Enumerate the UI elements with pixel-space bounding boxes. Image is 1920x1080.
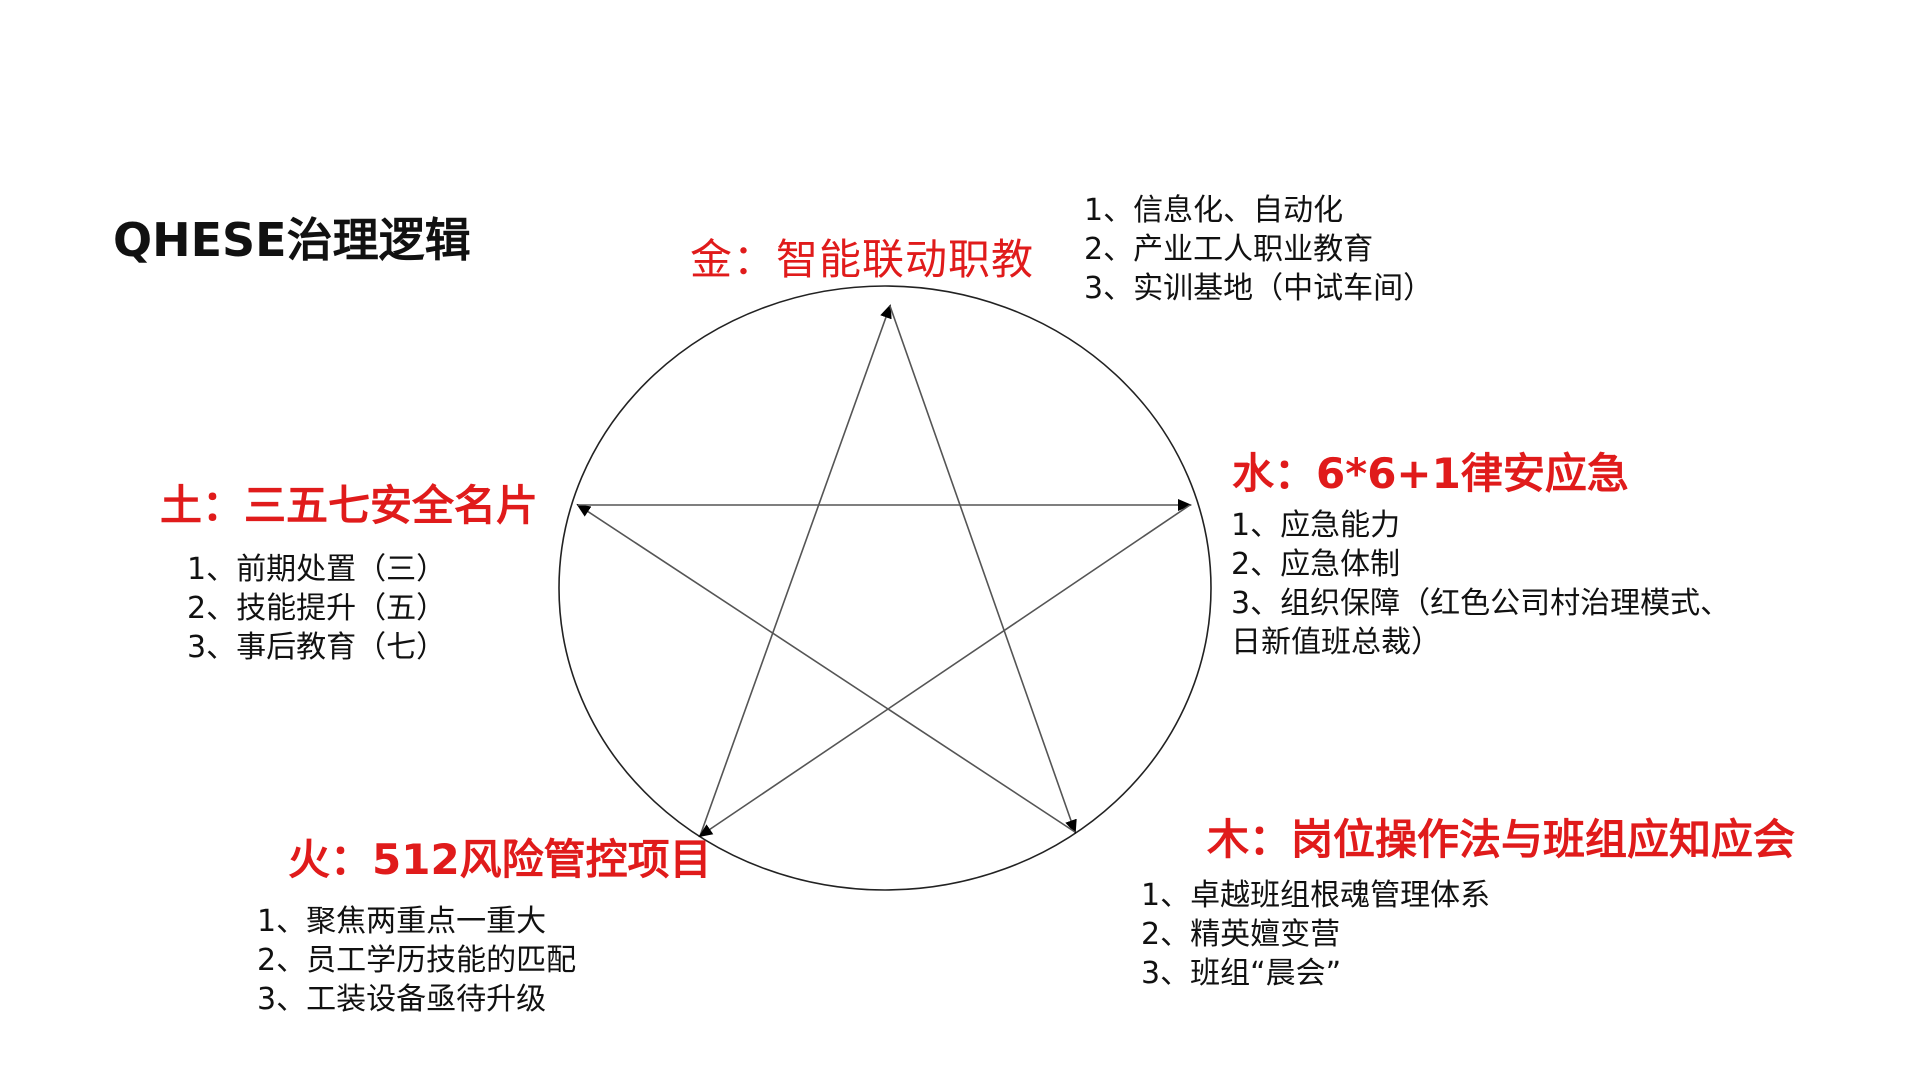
wood-items: 1、卓越班组根魂管理体系 2、精英嬗变营 3、班组“晨会” xyxy=(1141,876,1490,993)
earth-item-2: 2、技能提升（五） xyxy=(187,591,447,626)
arrow-wood-to-earth xyxy=(576,503,1076,833)
fire-items: 1、聚焦两重点一重大 2、员工学历技能的匹配 3、工装设备亟待升级 xyxy=(257,902,576,1019)
water-item-4: 日新值班总裁） xyxy=(1231,625,1441,660)
arrow-water-to-fire xyxy=(698,504,1191,838)
wood-item-2: 2、精英嬗变营 xyxy=(1141,917,1341,952)
water-item-3: 3、组织保障（红色公司村治理模式、 xyxy=(1231,586,1731,621)
metal-item-2: 2、产业工人职业教育 xyxy=(1084,232,1374,267)
cycle-circle xyxy=(558,285,1212,891)
wood-item-3: 3、班组“晨会” xyxy=(1141,956,1342,991)
wood-item-1: 1、卓越班组根魂管理体系 xyxy=(1141,878,1491,913)
metal-item-3: 3、实训基地（中试车间） xyxy=(1084,271,1434,306)
water-title: 水：6*6+1律安应急 xyxy=(1232,449,1629,498)
metal-title: 金：智能联动职教 xyxy=(690,235,1035,284)
earth-item-3: 3、事后教育（七） xyxy=(187,630,447,665)
fire-item-1: 1、聚焦两重点一重大 xyxy=(257,904,547,939)
water-items: 1、应急能力 2、应急体制 3、组织保障（红色公司村治理模式、 日新值班总裁） xyxy=(1231,506,1730,662)
earth-items: 1、前期处置（三） 2、技能提升（五） 3、事后教育（七） xyxy=(187,550,446,667)
fire-item-3: 3、工装设备亟待升级 xyxy=(257,982,547,1017)
page-title: QHESE治理逻辑 xyxy=(113,213,471,267)
water-item-2: 2、应急体制 xyxy=(1231,547,1401,582)
arrow-fire-to-metal xyxy=(699,304,892,837)
earth-item-1: 1、前期处置（三） xyxy=(187,552,447,587)
earth-title: 土：三五七安全名片 xyxy=(160,481,539,530)
metal-item-1: 1、信息化、自动化 xyxy=(1084,193,1344,228)
water-item-1: 1、应急能力 xyxy=(1231,508,1401,543)
metal-items: 1、信息化、自动化 2、产业工人职业教育 3、实训基地（中试车间） xyxy=(1084,191,1433,308)
fire-title: 火：512风险管控项目 xyxy=(288,835,712,884)
arrow-metal-to-wood xyxy=(889,305,1077,834)
wood-title: 木：岗位操作法与班组应知应会 xyxy=(1207,815,1796,864)
fire-item-2: 2、员工学历技能的匹配 xyxy=(257,943,577,978)
